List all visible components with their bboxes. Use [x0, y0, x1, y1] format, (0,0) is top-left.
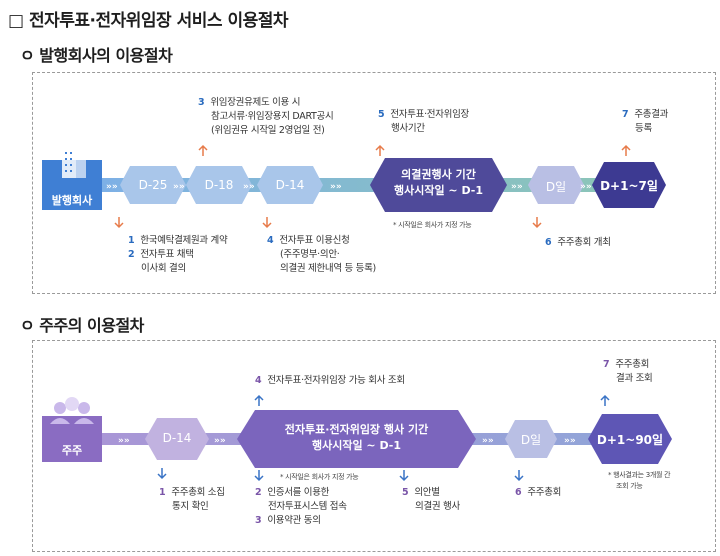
- step-hex-d25: [120, 166, 186, 204]
- actor-shareholder-icon: [42, 397, 102, 462]
- end-hex-1: [592, 162, 666, 208]
- period-range-1: 행사시작일 ~ D-1: [393, 184, 484, 197]
- step-hex-d14-2: [145, 418, 209, 460]
- period-range-2: 행사시작일 ~ D-1: [311, 439, 402, 452]
- svg-text:»»: »»: [173, 182, 185, 192]
- section2-panel: [32, 340, 716, 552]
- step-label-d14: D-14: [275, 178, 305, 192]
- step-hex-d18: [186, 166, 252, 204]
- svg-text:»»: »»: [330, 182, 342, 192]
- end-label-2: D+1~90일: [596, 433, 664, 447]
- end-label-1: D+1~7일: [600, 179, 658, 193]
- step-label-d18: D-18: [204, 178, 234, 192]
- svg-text:»»: »»: [564, 436, 576, 446]
- period-hex-1: [370, 158, 507, 212]
- end-note-2: * 행사결과는 3개월 간 조회 가능: [608, 471, 671, 490]
- period-note-2: * 시작일은 회사가 지정 가능: [280, 473, 359, 481]
- period-label-1: 의결권행사 기간: [401, 168, 476, 181]
- chevron-icons-1: »» »» »» »» »» »»: [106, 182, 592, 192]
- svg-text:»»: »»: [511, 182, 523, 192]
- step-label-d25: D-25: [138, 178, 168, 192]
- arrow-icons-2: [157, 394, 610, 482]
- day-label-2: D일: [520, 433, 542, 447]
- actor-label-shareholder: 주주: [61, 444, 83, 457]
- arrow-icons-1: [114, 144, 631, 229]
- period-hex-2: [237, 410, 476, 468]
- section1-panel: [32, 72, 716, 294]
- day-hex-1: [528, 166, 584, 204]
- section2-title: ㅇ 주주의 이용절차: [20, 316, 144, 335]
- period-note-1: * 시작일은 회사가 지정 가능: [393, 221, 472, 229]
- actor-label-issuer: 발행회사: [51, 194, 93, 207]
- svg-text:»»: »»: [243, 182, 255, 192]
- svg-text:»»: »»: [118, 436, 130, 446]
- section1-title: ㅇ 발행회사의 이용절차: [20, 46, 173, 65]
- svg-text:»»: »»: [214, 436, 226, 446]
- svg-text:»»: »»: [580, 182, 592, 192]
- day-label-1: D일: [545, 180, 567, 194]
- step-label-d14-2: D-14: [162, 431, 192, 445]
- svg-text:»»: »»: [106, 182, 118, 192]
- actor-issuer-icon: [42, 148, 102, 210]
- step-hex-d14: [257, 166, 323, 204]
- chevron-icons-2: »» »» »» »»: [118, 436, 576, 446]
- end-hex-2: [588, 414, 672, 464]
- period-label-2: 전자투표·전자위임장 행사 기간: [284, 423, 429, 436]
- svg-text:»»: »»: [482, 436, 494, 446]
- page-title: □ 전자투표·전자위임장 서비스 이용절차: [8, 11, 289, 31]
- day-hex-2: [505, 420, 557, 458]
